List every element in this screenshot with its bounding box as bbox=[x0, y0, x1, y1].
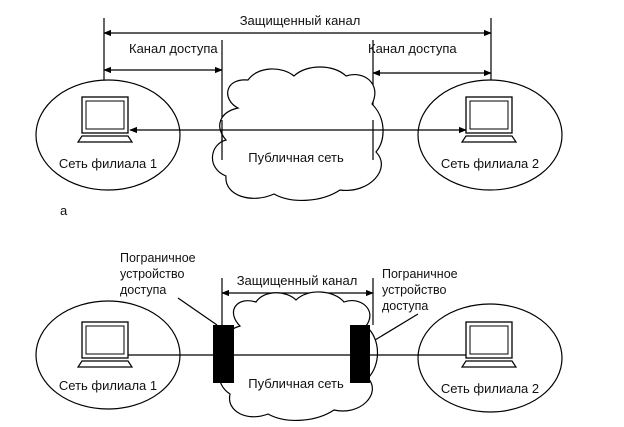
diagram-a: Защищенный канал Канал доступа Канал дос… bbox=[35, 13, 563, 218]
edge-device-left-label-line3: доступа bbox=[120, 283, 166, 297]
secure-channel-label-b: Защищенный канал bbox=[237, 273, 358, 288]
branch-1-label-a: Сеть филиала 1 bbox=[59, 156, 157, 171]
public-network-cloud-a bbox=[211, 66, 384, 201]
edge-device-left-label-line1: Пограничное bbox=[120, 251, 196, 265]
access-channel-right-label: Канал доступа bbox=[368, 41, 457, 56]
edge-device-right-label-line1: Пограничное bbox=[382, 267, 458, 281]
edge-device-left-pointer bbox=[177, 297, 218, 326]
branch-network-2-ellipse bbox=[417, 79, 563, 191]
edge-device-right-pointer bbox=[374, 313, 419, 341]
edge-device-right-label-line3: доступа bbox=[382, 299, 428, 313]
branch-network-1-ellipse bbox=[35, 79, 181, 191]
access-channel-left-label: Канал доступа bbox=[129, 41, 218, 56]
edge-device-right bbox=[350, 325, 370, 383]
public-network-label-a: Публичная сеть bbox=[248, 150, 344, 165]
public-network-label-b: Публичная сеть bbox=[248, 376, 344, 391]
edge-device-right-label-line2: устройство bbox=[382, 283, 446, 297]
edge-device-left bbox=[213, 325, 234, 383]
branch-1-label-b: Сеть филиала 1 bbox=[59, 378, 157, 393]
branch-2-label-a: Сеть филиала 2 bbox=[441, 156, 539, 171]
caption-a: а bbox=[60, 203, 68, 218]
diagram-b: Пограничное устройство доступа Пограничн… bbox=[35, 251, 563, 421]
edge-device-left-label-line2: устройство bbox=[120, 267, 184, 281]
secure-channel-label-a: Защищенный канал bbox=[240, 13, 361, 28]
branch-2-label-b: Сеть филиала 2 bbox=[441, 381, 539, 396]
